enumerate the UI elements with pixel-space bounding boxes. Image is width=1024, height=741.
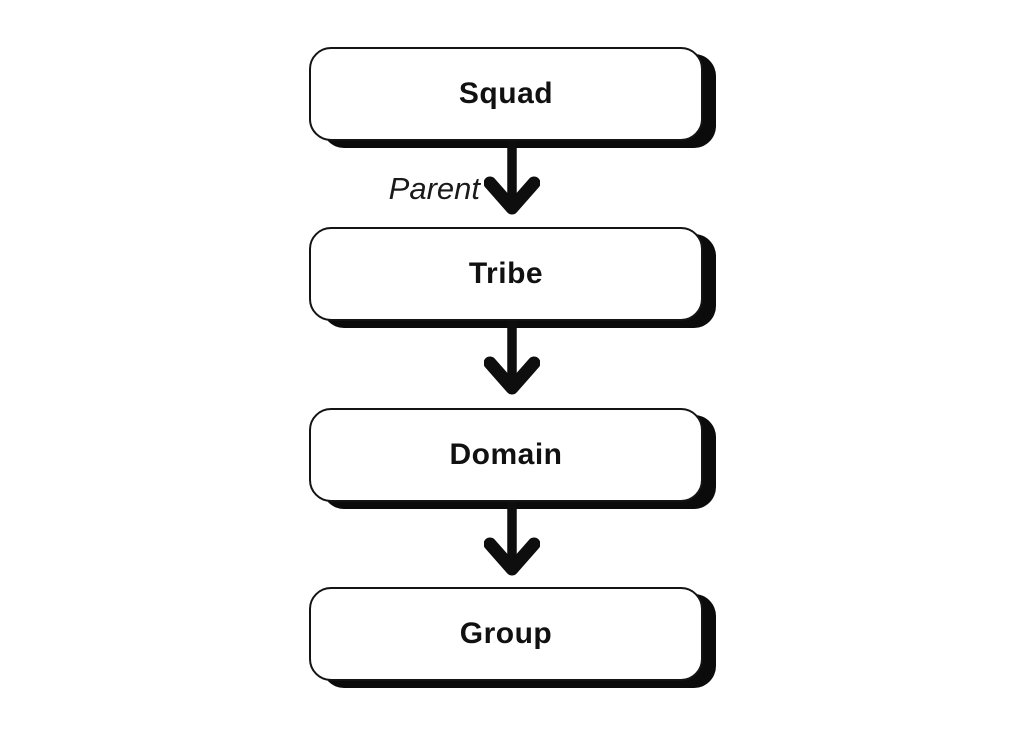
node-tribe-label: Tribe (468, 257, 544, 290)
edge-parent-label: Parent (388, 171, 480, 206)
node-group-label: Group (459, 617, 553, 650)
node-tribe: Tribe (309, 227, 703, 321)
node-squad: Squad (309, 47, 703, 141)
node-squad-label: Squad (458, 77, 554, 110)
arrow-down-icon (484, 141, 540, 219)
node-domain-label: Domain (449, 438, 563, 471)
arrow-down-icon (484, 502, 540, 580)
node-domain: Domain (309, 408, 703, 502)
node-group: Group (309, 587, 703, 681)
arrow-down-icon (484, 321, 540, 399)
